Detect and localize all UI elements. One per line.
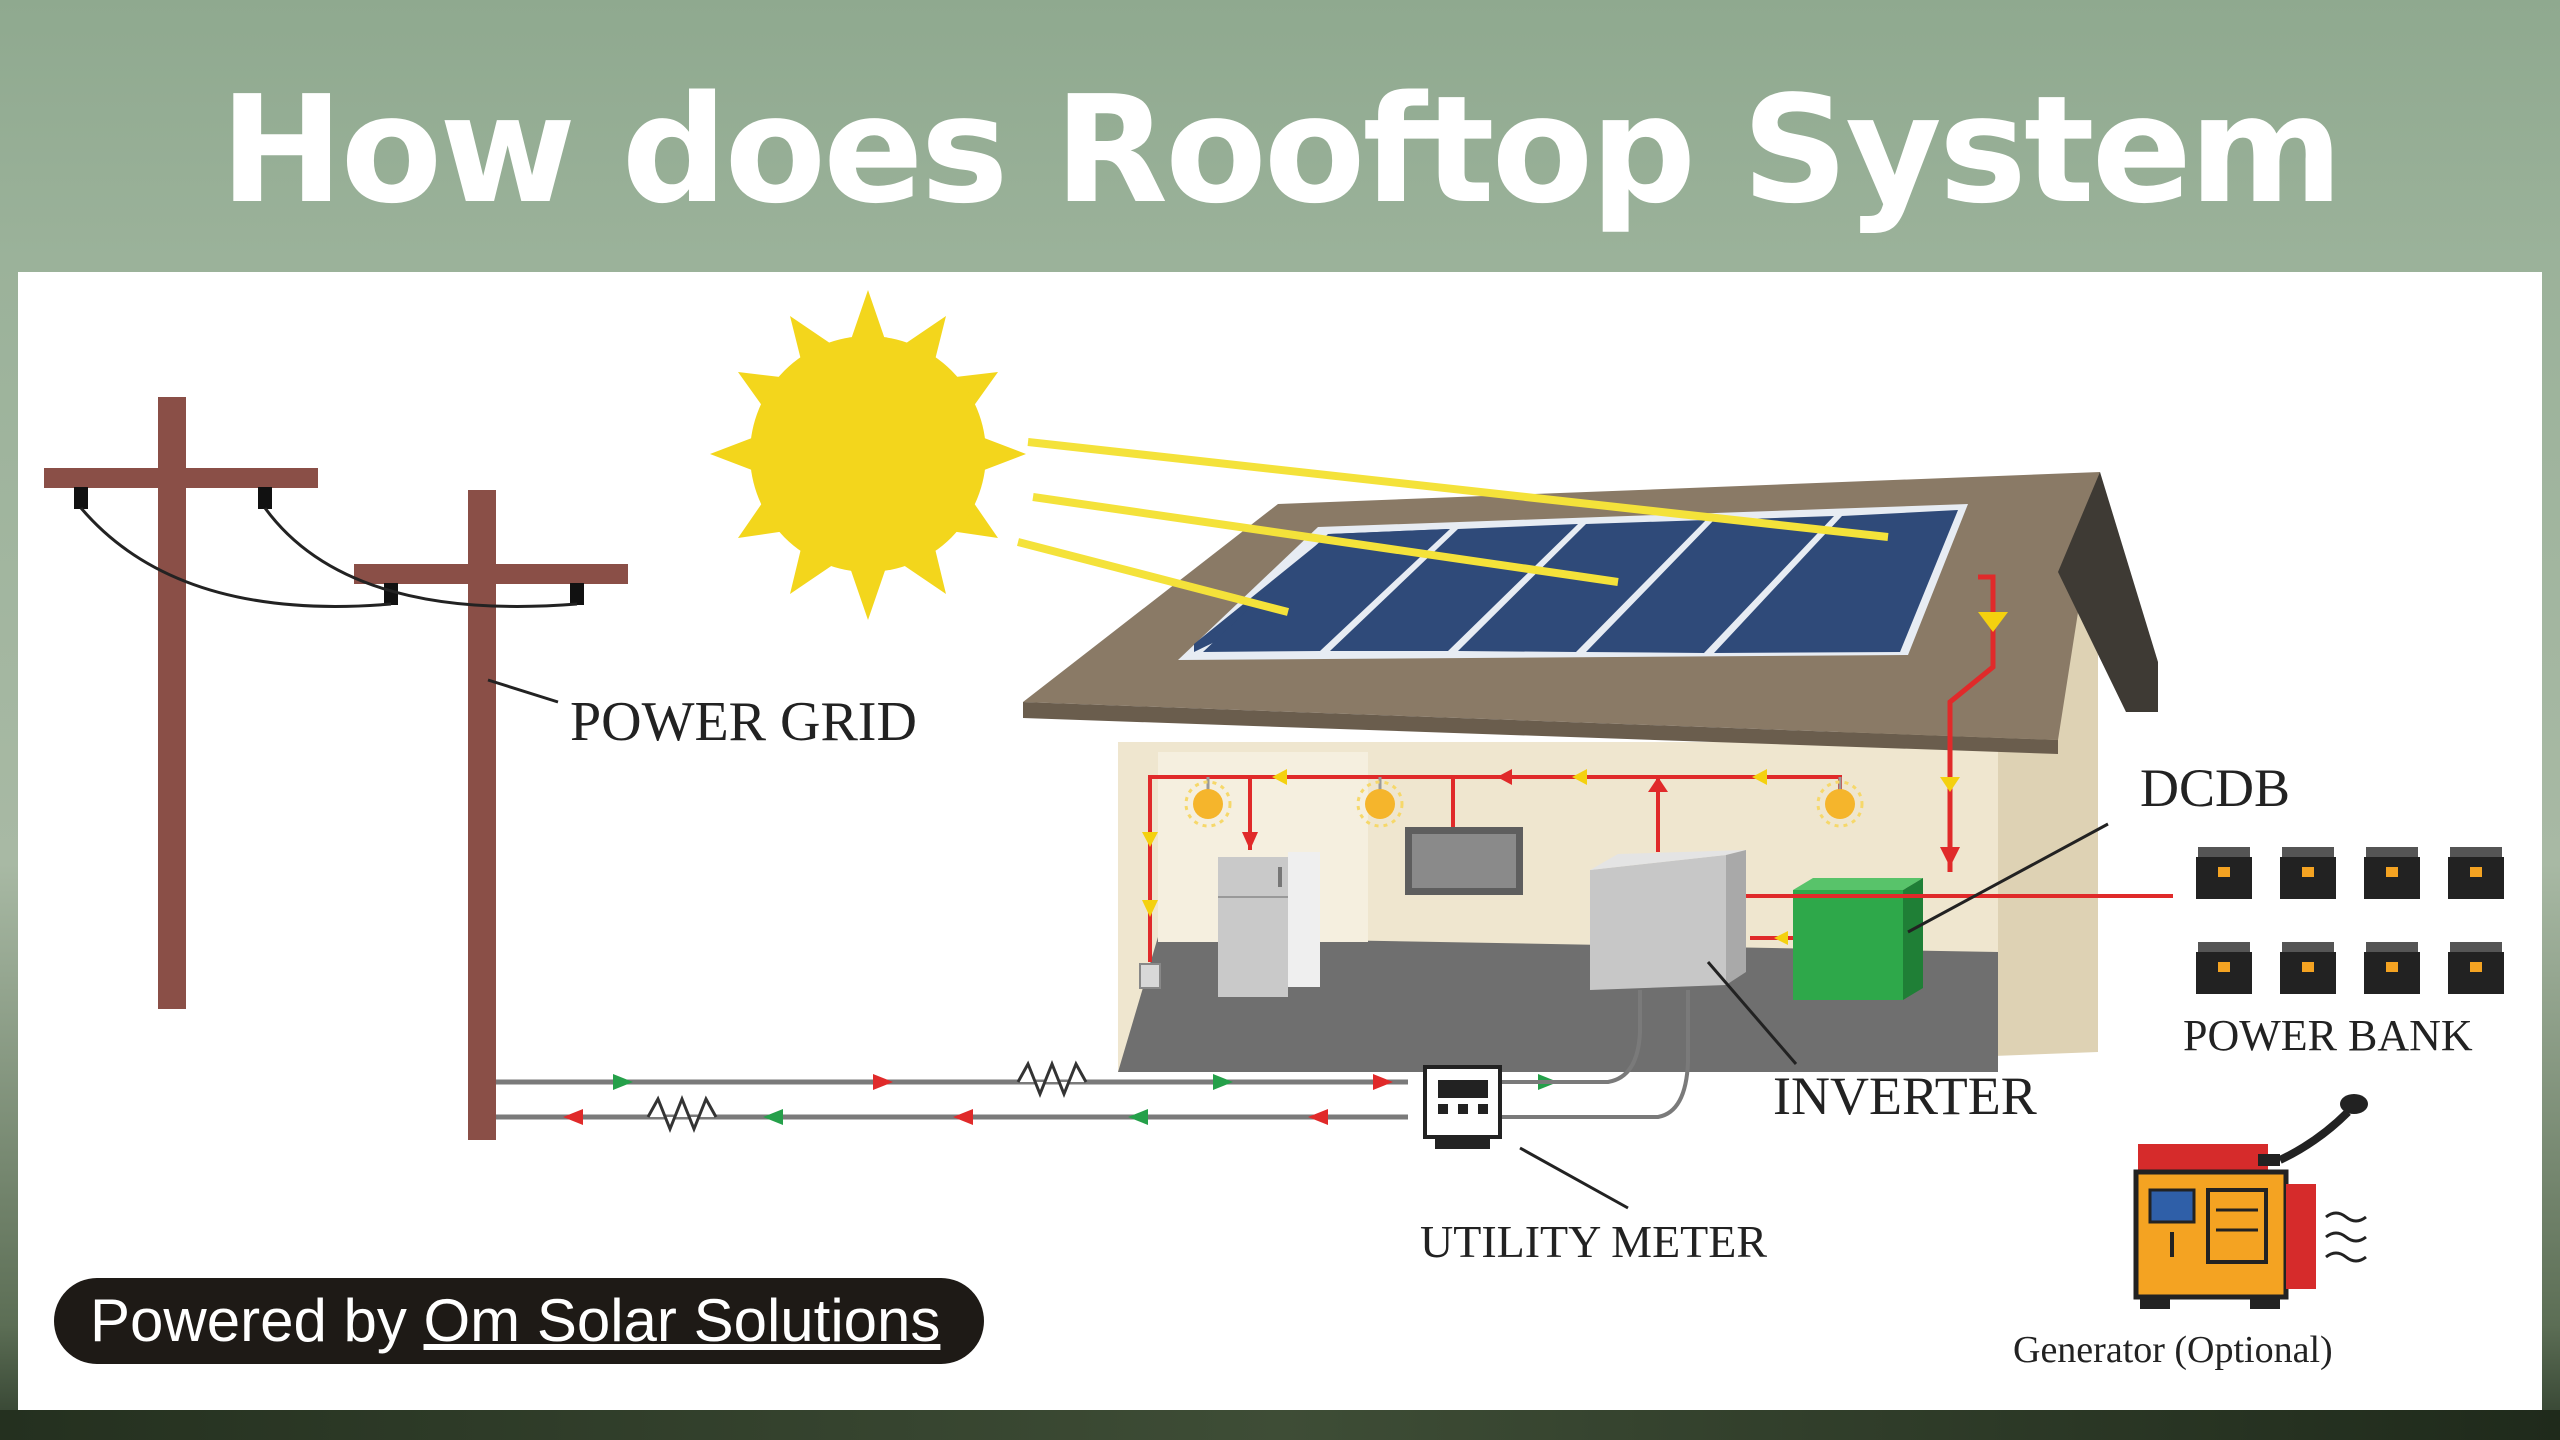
- powered-by-text: Powered by: [90, 1287, 424, 1354]
- battery-icon: [2196, 942, 2252, 994]
- house-floor: [1118, 937, 1998, 1072]
- dcdb-label: DCDB: [2140, 758, 2290, 818]
- utility-pole-icon: [44, 397, 318, 1009]
- inverter-icon: [1590, 850, 1746, 990]
- power-grid-label: POWER GRID: [570, 691, 917, 753]
- company-link[interactable]: Om Solar Solutions: [423, 1287, 941, 1354]
- inverter-label: INVERTER: [1773, 1066, 2037, 1126]
- bottom-strip: [0, 1410, 2560, 1440]
- battery-icon: [2196, 847, 2252, 899]
- diagram-panel: POWER GRID DCDB POWER BANK INVERTER UTIL…: [18, 272, 2542, 1410]
- battery-icon: [2364, 847, 2420, 899]
- bulb-icon: [1356, 777, 1404, 828]
- utility-meter-label: UTILITY METER: [1420, 1216, 1767, 1267]
- power-bank-label: POWER BANK: [2183, 1011, 2473, 1060]
- bulb-icon: [1816, 777, 1864, 828]
- battery-icon: [2364, 942, 2420, 994]
- dcdb-box-icon: [1793, 878, 1923, 1000]
- page-title: How does Rooftop System Work?: [219, 64, 2344, 456]
- generator-label: Generator (Optional): [2013, 1329, 2333, 1371]
- battery-icon: [2280, 942, 2336, 994]
- battery-icon: [2448, 942, 2504, 994]
- powered-by-badge: Powered by Om Solar Solutions: [54, 1278, 984, 1364]
- meter-icon: [1423, 1065, 1502, 1149]
- battery-icon: [2448, 847, 2504, 899]
- bulb-icon: [1184, 777, 1232, 828]
- tv-icon: [1405, 827, 1523, 895]
- sun-icon: [710, 290, 1026, 620]
- battery-icon: [2280, 847, 2336, 899]
- generator-icon: [2133, 1094, 2368, 1309]
- utility-pole-icon: [354, 490, 628, 1140]
- refrigerator-icon: [1218, 852, 1320, 997]
- rooftop-system-diagram: POWER GRID DCDB POWER BANK INVERTER UTIL…: [44, 290, 2504, 1371]
